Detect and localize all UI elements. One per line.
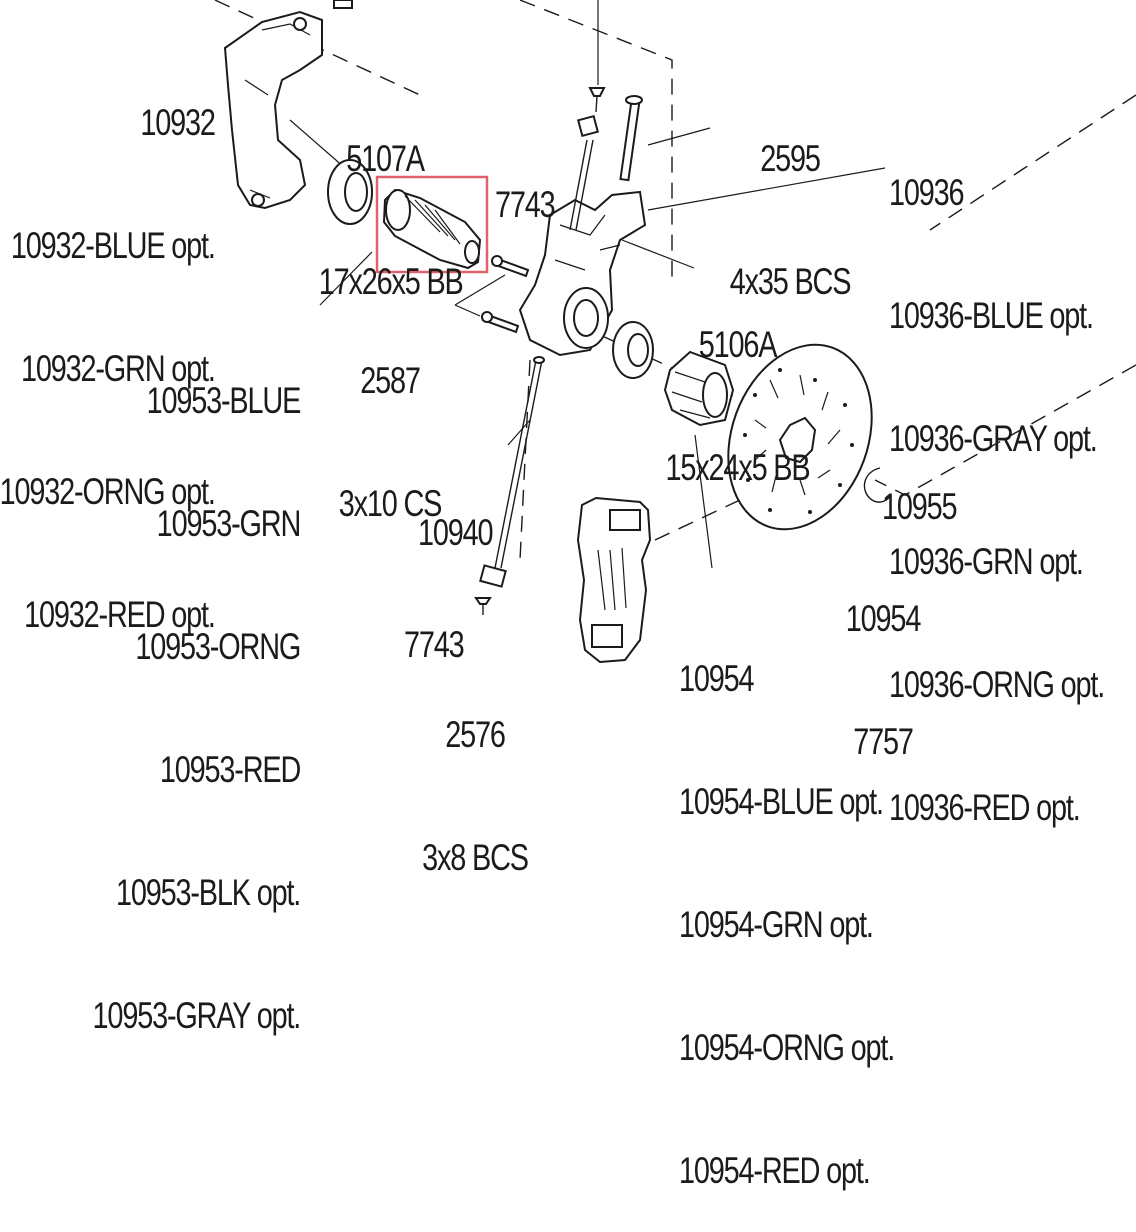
label-5107a: 5107A 17x26x5 BB <box>318 138 464 302</box>
label-10955: 10955 <box>882 486 958 527</box>
leader-lines <box>289 0 886 569</box>
bearing-5107a <box>327 159 373 225</box>
screws-2587 <box>481 255 530 334</box>
label-2595: 2595 4x35 BCS <box>729 138 852 302</box>
label-10936: 10936 10936-BLUE opt. 10936-GRAY opt. 10… <box>889 172 1105 828</box>
highlight-box <box>375 175 489 274</box>
hex-hub <box>663 350 735 427</box>
bracket-10932 <box>223 0 353 210</box>
hub-carrier-10936 <box>518 190 647 357</box>
label-7743-top: 7743 <box>495 184 556 225</box>
pin-2595 <box>619 95 643 182</box>
caliper-10954 <box>576 496 652 664</box>
label-10932: 10932 10932-BLUE opt. 10932-GRN opt. 109… <box>0 102 216 635</box>
axle-10953 <box>382 188 482 270</box>
exploded-parts-diagram <box>214 0 1136 664</box>
label-10954: 10954 10954-BLUE opt. 10954-GRN opt. 109… <box>679 658 895 1191</box>
rotor-10955 <box>727 343 873 531</box>
bearing-5106a <box>612 321 654 379</box>
label-2576: 2576 3x8 BCS <box>422 714 529 878</box>
label-10953: 10953-BLUE 10953-GRN 10953-ORNG 10953-RE… <box>92 380 301 1036</box>
clip-7757 <box>863 467 891 503</box>
pin-top <box>569 87 606 231</box>
label-5106a: 5106A 15x24x5 BB <box>665 324 811 488</box>
label-7743-bottom: 7743 <box>404 624 465 665</box>
kingpin-10940 <box>474 356 545 615</box>
label-2587: 2587 3x10 CS <box>338 360 443 524</box>
label-10954-7757: 10954 7757 <box>845 598 922 762</box>
label-10940: 10940 <box>418 512 494 553</box>
